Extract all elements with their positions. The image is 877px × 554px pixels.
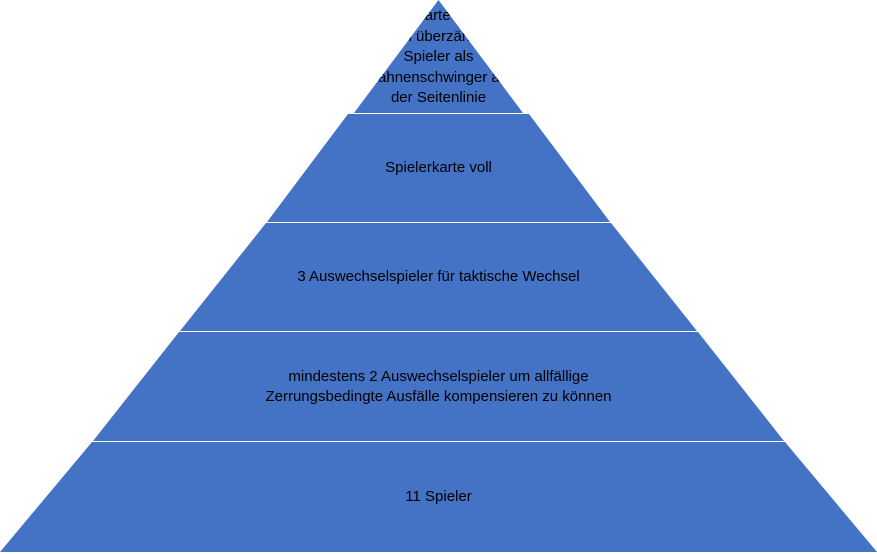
pyramid-tier-base: 11 Spieler	[0, 442, 877, 552]
tier-label-base: 11 Spieler	[405, 488, 472, 505]
tier-label-3: 3 Auswechselspieler für taktische Wechse…	[297, 268, 580, 285]
pyramid-tier-3: 3 Auswechselspieler für taktische Wechse…	[180, 223, 697, 331]
pyramid-tier-top: Spielerkarte voll und einen überzähligen…	[354, 0, 523, 113]
tier-label-2: Spielerkarte voll	[385, 159, 492, 176]
tier-label-4: mindestens 2 Auswechselspieler um allfäl…	[265, 367, 612, 405]
pyramid-tier-4: mindestens 2 Auswechselspieler um allfäl…	[93, 332, 784, 441]
tier-label-top: Spielerkarte voll und einen überzähligen…	[368, 7, 509, 106]
pyramid-tier-2: Spielerkarte voll	[267, 114, 610, 222]
